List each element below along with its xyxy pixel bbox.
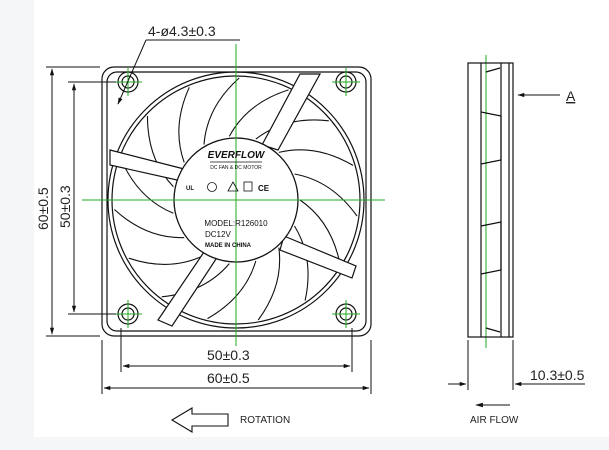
- fan-blade: [294, 225, 309, 301]
- hub-label: EVERFLOW DC FAN & DC MOTOR UL CE MODEL:R…: [186, 150, 270, 249]
- fan-blade: [294, 173, 358, 217]
- rotation-arrow-icon: [170, 407, 229, 433]
- side-view: [467, 62, 514, 338]
- fan-blade: [278, 149, 354, 166]
- brand-tagline: DC FAN & DC MOTOR: [210, 165, 262, 171]
- fan-blade: [299, 199, 341, 264]
- origin-label: MADE IN CHINA: [205, 243, 252, 249]
- dim-outer-vertical-text: 60±0.5: [35, 187, 51, 230]
- view-a-label: A: [566, 88, 576, 104]
- side-outline: [467, 62, 514, 338]
- dimension-lines: [46, 66, 372, 394]
- dim-thickness-text: 10.3±0.5: [530, 367, 585, 383]
- fan-blades: [114, 77, 358, 321]
- brand-name: EVERFLOW: [208, 150, 266, 161]
- dim-inner-vertical-text: 50±0.3: [57, 185, 73, 228]
- safety-mark-icon: [207, 182, 217, 192]
- ul-mark: UL: [186, 186, 194, 192]
- model-number: MODEL:R126010: [204, 219, 268, 228]
- fan-blade: [203, 77, 240, 145]
- fan-blade: [146, 115, 174, 188]
- frame-struts: [109, 73, 357, 327]
- fan-blade: [161, 263, 230, 298]
- fan-blade: [228, 89, 289, 137]
- fan-blade: [128, 254, 205, 265]
- bottom-margin-strip: [0, 437, 609, 450]
- approval-box-icon: [243, 181, 253, 192]
- fan-blade: [257, 247, 281, 321]
- airflow-label: AIR FLOW: [470, 415, 519, 426]
- strut-right: [279, 235, 357, 279]
- ce-mark: CE: [258, 184, 270, 193]
- centerlines: [82, 44, 487, 348]
- dim-inner-horizontal-text: 50±0.3: [207, 347, 250, 363]
- hole-callout-leader: [117, 39, 240, 105]
- fan-blade: [178, 87, 190, 163]
- certification-marks: UL CE: [186, 181, 270, 193]
- left-margin-strip: [0, 0, 34, 450]
- hole-callout-text: 4-ø4.3±0.3: [148, 23, 216, 39]
- rotation-label: ROTATION: [240, 415, 290, 426]
- side-dimension: [448, 92, 585, 390]
- voltage-rating: DC12V: [205, 230, 231, 239]
- strut-left: [109, 149, 189, 183]
- fan-blade: [114, 209, 185, 239]
- dim-outer-horizontal-text: 60±0.5: [207, 370, 250, 386]
- fan-blade: [207, 260, 257, 320]
- strut-top-right: [261, 73, 322, 151]
- warning-triangle-icon: [227, 181, 239, 192]
